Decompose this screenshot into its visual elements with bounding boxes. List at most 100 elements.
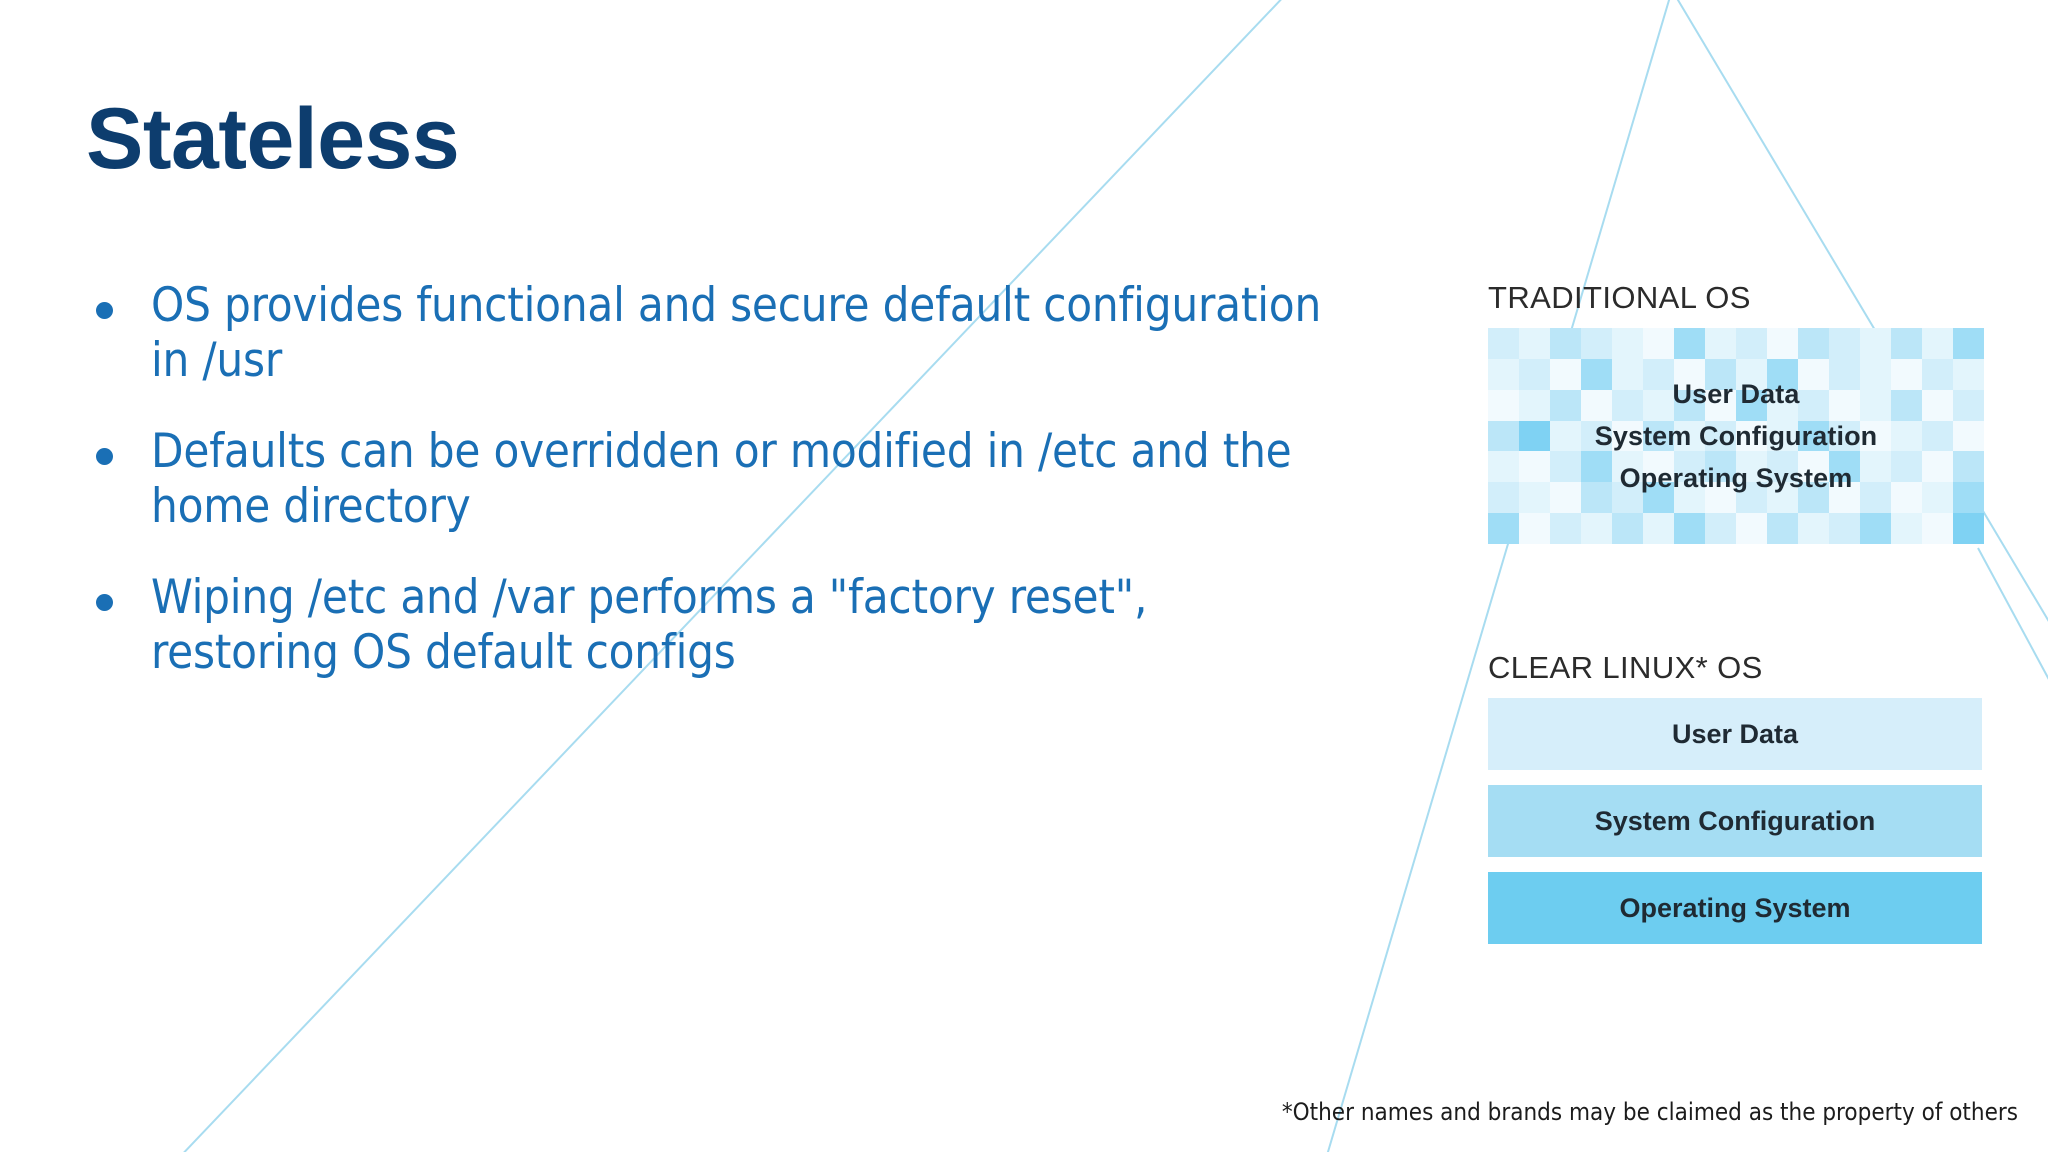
mosaic-tile <box>1922 482 1953 514</box>
mosaic-tile <box>1891 513 1922 544</box>
mosaic-tile <box>1581 389 1612 421</box>
mosaic-tile <box>1953 451 1984 483</box>
bullet-text: Defaults can be overridden or modified i… <box>151 423 1292 534</box>
mosaic-tile <box>1612 328 1643 359</box>
mosaic-tile <box>1829 513 1860 544</box>
mosaic-tile <box>1767 389 1798 421</box>
mosaic-tile <box>1519 389 1550 421</box>
mosaic-tile <box>1612 482 1643 514</box>
mosaic-tile <box>1860 328 1891 359</box>
bar-label-user-data: User Data <box>1671 718 1799 749</box>
bullet-dot-icon <box>96 593 113 611</box>
mosaic-tile <box>1581 482 1612 514</box>
mosaic-tile <box>1519 328 1550 359</box>
mosaic-tile <box>1736 389 1767 421</box>
mosaic-tile <box>1705 451 1736 483</box>
mosaic-tile <box>1953 389 1984 421</box>
mosaic-tile <box>1643 389 1674 421</box>
mosaic-tile <box>1581 358 1612 390</box>
mosaic-tile <box>1829 420 1860 452</box>
mosaic-tile <box>1550 482 1581 514</box>
decorative-line-2 <box>1326 0 1671 1152</box>
mosaic-tile <box>1705 358 1736 390</box>
mosaic-tile <box>1829 482 1860 514</box>
mosaic-tile <box>1767 513 1798 544</box>
mosaic-tile <box>1798 328 1829 359</box>
mosaic-tile <box>1829 389 1860 421</box>
bullet-dot-icon <box>96 302 113 319</box>
mosaic-tile <box>1953 482 1984 514</box>
footer-disclaimer: *Other names and brands may be claimed a… <box>1281 1098 2018 1126</box>
traditional-os-mosaic: User Data System Configuration Operating… <box>1488 328 1984 544</box>
mosaic-tile <box>1736 328 1767 359</box>
mosaic-tile <box>1891 328 1922 359</box>
mosaic-tile <box>1581 513 1612 544</box>
mosaic-tile <box>1705 482 1736 514</box>
mosaic-tile <box>1767 451 1798 483</box>
mosaic-tile <box>1860 482 1891 514</box>
mosaic-tile <box>1643 358 1674 390</box>
mosaic-tile <box>1488 482 1519 514</box>
mosaic-tile <box>1798 389 1829 421</box>
mosaic-tile <box>1550 358 1581 390</box>
mosaic-tile <box>1922 420 1953 452</box>
mosaic-tile <box>1519 451 1550 483</box>
mosaic-tile <box>1643 328 1674 359</box>
mosaic-tile <box>1550 328 1581 359</box>
mosaic-tile <box>1612 513 1643 544</box>
mosaic-tile <box>1798 482 1829 514</box>
mosaic-tile <box>1922 451 1953 483</box>
mosaic-tile <box>1519 482 1550 514</box>
mosaic-tile <box>1860 420 1891 452</box>
mosaic-tile <box>1767 358 1798 390</box>
mosaic-tile <box>1953 513 1984 544</box>
mosaic-tile <box>1705 420 1736 452</box>
mosaic-tile <box>1798 420 1829 452</box>
list-item: OS provides functional and secure defaul… <box>96 278 1326 388</box>
mosaic-tile <box>1674 482 1705 514</box>
mosaic-tile <box>1705 389 1736 421</box>
list-item: Defaults can be overridden or modified i… <box>96 424 1326 534</box>
mosaic-tile <box>1798 451 1829 483</box>
mosaic-tile <box>1581 420 1612 452</box>
mosaic-tile <box>1767 420 1798 452</box>
bar-label-operating-system: Operating System <box>1619 892 1851 923</box>
mosaic-tile <box>1581 451 1612 483</box>
mosaic-tile <box>1705 328 1736 359</box>
bar-label-system-configuration: System Configuration <box>1594 805 1876 836</box>
mosaic-tile <box>1550 513 1581 544</box>
mosaic-tile <box>1705 513 1736 544</box>
mosaic-tile <box>1643 513 1674 544</box>
mosaic-tile <box>1860 513 1891 544</box>
bullet-text: OS provides functional and secure defaul… <box>151 278 1322 388</box>
traditional-os-caption: TRADITIONAL OS <box>1488 280 1751 315</box>
mosaic-tile <box>1488 389 1519 421</box>
mosaic-tile <box>1891 358 1922 390</box>
mosaic-tile <box>1736 482 1767 514</box>
mosaic-tile <box>1922 328 1953 359</box>
mosaic-tile <box>1488 358 1519 390</box>
mosaic-tile <box>1736 358 1767 390</box>
mosaic-tile <box>1612 389 1643 421</box>
mosaic-tile <box>1922 513 1953 544</box>
mosaic-tile <box>1891 389 1922 421</box>
diagram-traditional-os: TRADITIONAL OS User Data System Configur… <box>1488 280 1984 544</box>
mosaic-tile <box>1550 420 1581 452</box>
mosaic-tile <box>1643 451 1674 483</box>
mosaic-tile <box>1891 420 1922 452</box>
mosaic-tile <box>1922 389 1953 421</box>
decorative-line-4 <box>1977 547 2048 680</box>
mosaic-tile <box>1674 328 1705 359</box>
mosaic-tile <box>1488 328 1519 359</box>
mosaic-tile <box>1922 358 1953 390</box>
mosaic-tile <box>1891 451 1922 483</box>
mosaic-tile <box>1736 420 1767 452</box>
mosaic-tile <box>1953 420 1984 452</box>
mosaic-tile <box>1550 389 1581 421</box>
clear-linux-bar-operating-system: Operating System <box>1488 872 1982 944</box>
list-item: Wiping /etc and /var performs a "factory… <box>96 570 1326 680</box>
mosaic-tile <box>1953 328 1984 359</box>
clear-linux-bar-system-configuration: System Configuration <box>1488 785 1982 857</box>
mosaic-tile <box>1798 513 1829 544</box>
